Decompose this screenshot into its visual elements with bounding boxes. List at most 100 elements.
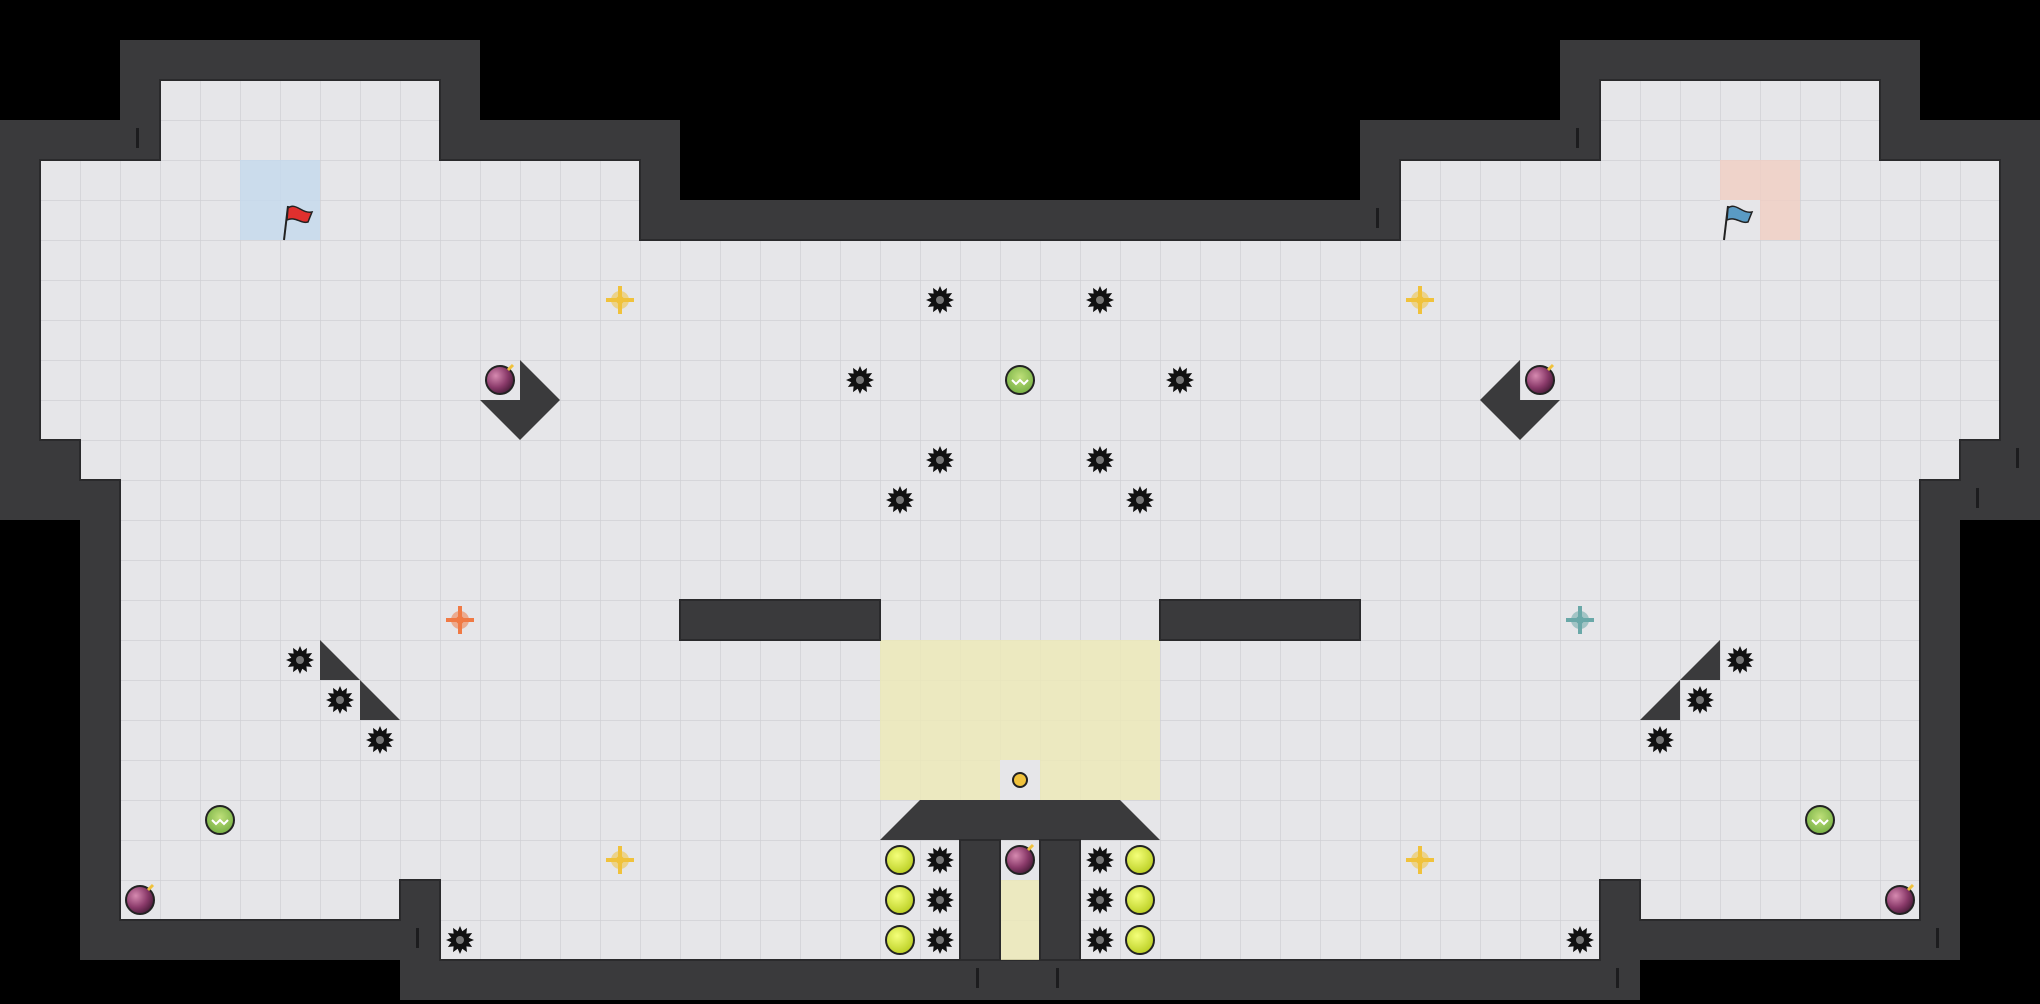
wall-notch: [1976, 488, 1979, 508]
spike-center: [1136, 496, 1144, 504]
wall-notch: [136, 128, 139, 148]
bomb-body: [1525, 365, 1555, 395]
boost-core: [616, 296, 624, 304]
boost-core: [1416, 856, 1424, 864]
bomb-icon: [125, 883, 155, 915]
yellow-ball-icon: [885, 885, 915, 915]
bomb-body: [1005, 845, 1035, 875]
wall-notch: [2016, 448, 2019, 468]
spike-icon: [326, 686, 354, 714]
wall-notch: [416, 928, 419, 948]
spike-center: [936, 936, 944, 944]
bomb-body: [1885, 885, 1915, 915]
spike-icon: [886, 486, 914, 514]
bomb-body: [485, 365, 515, 395]
left-ramp-upper: [320, 640, 360, 680]
boost-core: [1416, 296, 1424, 304]
spike-icon: [366, 726, 394, 754]
portal-icon: [1012, 772, 1028, 788]
bomb-fuse: [1546, 363, 1555, 372]
funnel-left-post: [959, 839, 1001, 961]
boost-core: [1576, 616, 1584, 624]
flag-cloth: [1726, 205, 1754, 224]
spike-icon: [926, 286, 954, 314]
spike-center: [1096, 296, 1104, 304]
spike-icon: [1086, 846, 1114, 874]
floor-area: [39, 79, 2001, 961]
wall-notch: [1616, 968, 1619, 988]
powerup-icon: [205, 805, 235, 835]
spike-center: [456, 936, 464, 944]
spike-icon: [926, 926, 954, 954]
wall-notch: [976, 968, 979, 988]
spike-center: [856, 376, 864, 384]
spike-icon: [446, 926, 474, 954]
spike-center: [1696, 696, 1704, 704]
red-boost-icon: [446, 606, 474, 634]
spike-center: [1576, 936, 1584, 944]
spike-icon: [1086, 926, 1114, 954]
powerup-icon: [1005, 365, 1035, 395]
wall-notch: [1936, 928, 1939, 948]
blue-flag-icon[interactable]: [1723, 205, 1754, 241]
funnel-right-post: [1039, 839, 1081, 961]
spike-icon: [926, 886, 954, 914]
spike-center: [1096, 856, 1104, 864]
bomb-icon: [485, 363, 515, 395]
bomb-icon: [1885, 883, 1915, 915]
spike-icon: [286, 646, 314, 674]
spike-icon: [846, 366, 874, 394]
bomb-icon: [1525, 363, 1555, 395]
boost-core: [616, 856, 624, 864]
spike-icon: [1166, 366, 1194, 394]
right-ramp-lower: [1640, 680, 1680, 720]
floor-layer: [0, 40, 2040, 1000]
spike-icon: [1646, 726, 1674, 754]
blue-base-zone: [240, 160, 320, 240]
bomb-fuse: [146, 883, 155, 892]
spike-icon: [1686, 686, 1714, 714]
spike-center: [936, 896, 944, 904]
spike-center: [1176, 376, 1184, 384]
spike-center: [936, 296, 944, 304]
left-ramp-lower: [360, 680, 400, 720]
zone-layer: [240, 160, 1800, 960]
bomb-icon: [1005, 843, 1035, 875]
spike-icon: [1086, 446, 1114, 474]
spike-icon: [1726, 646, 1754, 674]
right-ramp-upper: [1680, 640, 1720, 680]
spike-center: [1096, 896, 1104, 904]
spike-center: [1736, 656, 1744, 664]
spike-icon: [1126, 486, 1154, 514]
gold-boost-icon: [606, 846, 634, 874]
left-center-barrier: [679, 599, 881, 641]
flag-cloth: [286, 205, 314, 224]
spike-icon: [1566, 926, 1594, 954]
wall-notch: [1056, 968, 1059, 988]
powerup-mark: [1011, 378, 1029, 386]
wall-notch: [1376, 208, 1379, 228]
gold-boost-icon: [1406, 286, 1434, 314]
yellow-ball-icon: [1125, 845, 1155, 875]
object-layer: [125, 205, 1915, 955]
spike-center: [376, 736, 384, 744]
spike-center: [896, 496, 904, 504]
red-flag-icon[interactable]: [283, 205, 314, 241]
powerup-mark: [1811, 818, 1829, 826]
bomb-fuse: [1906, 883, 1915, 892]
funnel-top: [880, 800, 1160, 840]
bomb-body: [125, 885, 155, 915]
spike-center: [1096, 936, 1104, 944]
spike-center: [336, 696, 344, 704]
spike-icon: [926, 446, 954, 474]
blue-boost-icon: [1566, 606, 1594, 634]
chute-gold-zone: [1000, 880, 1040, 960]
yellow-ball-icon: [1125, 885, 1155, 915]
right-center-barrier: [1159, 599, 1361, 641]
yellow-ball-icon: [885, 845, 915, 875]
bomb-fuse: [1026, 843, 1035, 852]
spike-center: [296, 656, 304, 664]
spike-center: [1096, 456, 1104, 464]
wall-notch: [1576, 128, 1579, 148]
